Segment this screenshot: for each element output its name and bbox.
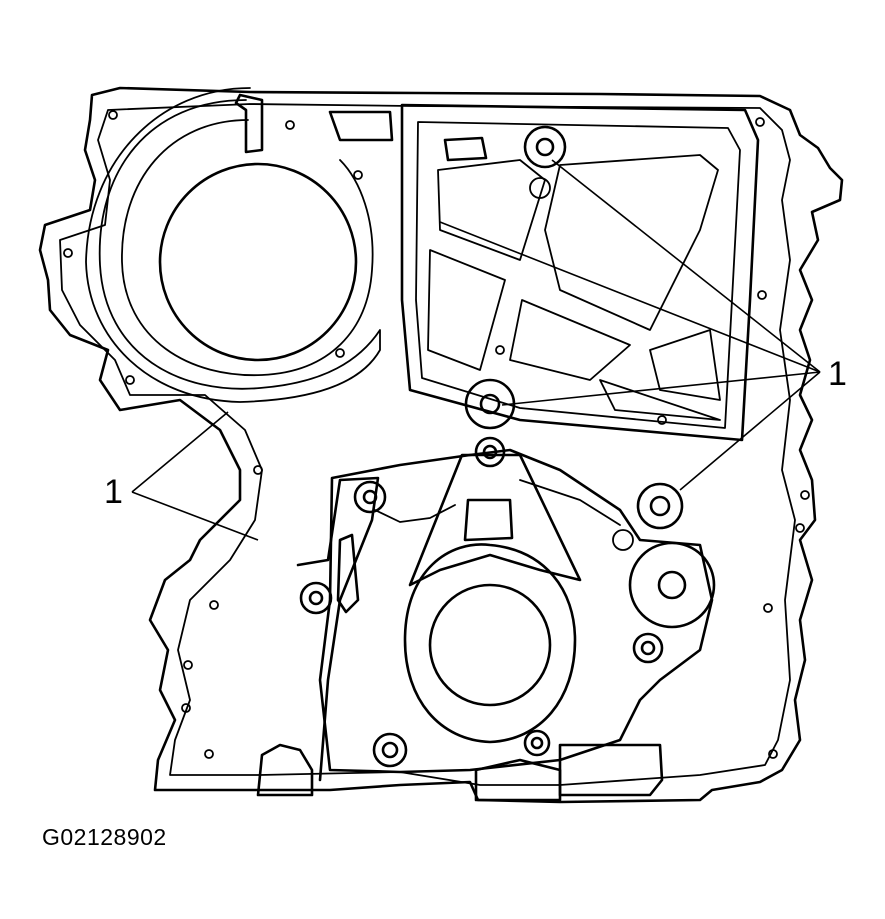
callout-label-left: 1 (104, 473, 123, 511)
rib-4 (509, 299, 631, 381)
rib-2 (544, 154, 719, 331)
pump-body (628, 541, 716, 629)
boss-top-hole (535, 137, 555, 157)
upper-right-cavity-outer (400, 103, 760, 442)
boss-right-hole (649, 495, 671, 517)
pump-hole (657, 570, 687, 600)
left-chamber-bore (158, 162, 358, 362)
boss-top-lower (529, 177, 551, 199)
upper-web (408, 453, 582, 587)
tensioner-shoe (336, 533, 360, 614)
callout-leaders-left (131, 411, 259, 541)
left-chamber-seal-inner (121, 119, 374, 376)
bottom-flange-left (256, 743, 314, 797)
lower-chamber-outline (318, 448, 714, 774)
boss-top (523, 125, 567, 169)
boss-lower-right-hole (640, 640, 656, 656)
boss-bottom-right (523, 729, 551, 757)
rib-5 (649, 329, 721, 401)
boss-right (636, 482, 684, 530)
left-chamber-seal (85, 87, 381, 403)
chamber-lip (374, 479, 621, 526)
boss-bottom-left-hole (381, 741, 399, 759)
boss-bottom-left (372, 732, 408, 768)
gasket-groove-left (234, 93, 264, 154)
boss-mid-right (612, 529, 634, 551)
bottom-flange-right (558, 743, 664, 797)
web-window (463, 498, 514, 542)
boss-left-upper (353, 480, 387, 514)
boss-bottom-right-hole (530, 736, 544, 750)
left-channel (296, 476, 380, 782)
crank-bore-outer (403, 543, 577, 744)
cover-outer-outline (38, 86, 844, 804)
boss-lower-right (632, 632, 664, 664)
boss-left-mid (299, 581, 333, 615)
upper-right-cavity-inner (415, 121, 741, 429)
callout-leaders-right (439, 159, 821, 491)
crank-bore (428, 583, 552, 707)
perimeter-bolt-holes (63, 110, 810, 759)
cover-inner-outline (59, 103, 796, 786)
rib-6 (599, 379, 721, 421)
callout-label-right: 1 (828, 355, 847, 393)
slot-left-chamber (328, 110, 394, 142)
boss-left-mid-hole (308, 590, 324, 606)
bottom-flange-center (474, 758, 562, 802)
rib-3 (427, 249, 506, 371)
rib-1 (437, 159, 546, 261)
figure-id: G02128902 (42, 824, 167, 850)
slot-top (443, 136, 488, 162)
boss-center-hole (479, 393, 501, 415)
